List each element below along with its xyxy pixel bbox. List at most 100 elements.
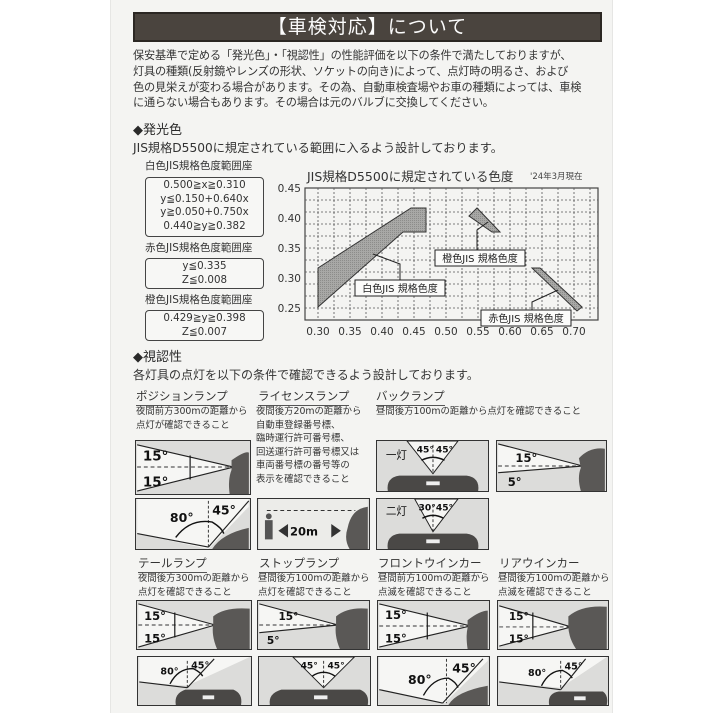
svg-text:45°: 45° <box>417 446 434 456</box>
tail-lamp-heading: テールランプ <box>138 555 207 573</box>
svg-text:15°: 15° <box>385 608 407 622</box>
svg-text:80°: 80° <box>160 666 178 677</box>
desc-line: 自動車登録番号標、 <box>256 419 341 431</box>
svg-text:0.60: 0.60 <box>498 326 521 338</box>
desc-line: 点灯が確認できること <box>136 419 230 431</box>
tail-lamp-horizontal-diagram: 80° 45° <box>137 656 252 706</box>
visibility-heading: ◆視認性 <box>133 350 182 365</box>
orange-spec-box: 0.429≧y≧0.398 Z≦0.007 <box>145 310 264 341</box>
desc-line: 回送運行許可番号標又は <box>256 446 360 458</box>
svg-text:0.65: 0.65 <box>530 326 553 338</box>
white-label: 白色JIS 規格色度 <box>362 282 437 295</box>
orange-spec-label: 橙色JIS規格色度範囲座 <box>145 294 253 306</box>
desc-line: 点灯を確認できること <box>138 586 232 598</box>
svg-text:15°: 15° <box>515 451 537 465</box>
white-spec-label: 白色JIS規格色度範囲座 <box>145 160 253 172</box>
svg-text:0.55: 0.55 <box>466 326 489 338</box>
svg-text:30°: 30° <box>419 504 436 514</box>
spec-line: Z≦0.008 <box>181 273 228 286</box>
tail-lamp-vertical-diagram: 15° 15° <box>136 600 252 650</box>
spec-line: Z≦0.007 <box>181 325 228 338</box>
svg-text:15°: 15° <box>143 474 169 490</box>
desc-line: 昼間後方100mの距離から <box>498 573 610 584</box>
svg-text:0.35: 0.35 <box>278 243 301 255</box>
spec-line: 0.429≧y≧0.398 <box>163 312 246 324</box>
svg-text:45°: 45° <box>565 661 583 672</box>
desc-line: 昼間後方100mの距離から点灯を確認できること <box>376 406 581 417</box>
stop-lamp-heading: ストップランプ <box>259 555 340 573</box>
svg-text:0.40: 0.40 <box>278 213 301 225</box>
svg-text:一灯: 一灯 <box>386 449 408 461</box>
front-turn-horizontal-diagram: 80° 45° <box>377 656 490 706</box>
red-region <box>530 267 583 312</box>
visibility-lead: 各灯具の点灯を以下の条件で確認できるよう設計しております。 <box>133 368 479 382</box>
desc-line: 夜間前方300mの距離から <box>136 406 248 417</box>
spec-line: 0.500≧x≧0.310 <box>163 179 246 191</box>
svg-text:0.30: 0.30 <box>306 326 329 338</box>
svg-text:80°: 80° <box>408 672 432 687</box>
position-lamp-horizontal-diagram: 80° 45° <box>135 498 251 550</box>
front-turn-heading: フロントウインカー <box>378 555 482 573</box>
rear-turn-horizontal-diagram: 80° 45° <box>497 656 609 706</box>
red-label-box <box>480 309 572 327</box>
intro-line: 灯具の種類(反射鏡やレンズの形状、ソケットの向き)によって、点灯時の明るさ、およ… <box>133 64 569 78</box>
desc-line: 点灯を確認できること <box>258 586 352 598</box>
desc-line: 車両番号標の番号等の <box>256 460 350 471</box>
back-lamp-one-diagram: 一灯 45° 45° <box>376 440 489 492</box>
stop-lamp-vertical-diagram: 15° 5° <box>257 600 370 650</box>
svg-text:45°: 45° <box>327 662 344 672</box>
svg-text:45°: 45° <box>191 661 209 672</box>
svg-text:15°: 15° <box>509 611 529 623</box>
chart-title: JIS規格D5500に規定されている色度 <box>307 169 514 184</box>
back-lamp-two-diagram: 二灯 30° 45° <box>376 498 489 550</box>
svg-text:45°: 45° <box>436 504 453 514</box>
license-lamp-heading: ライセンスランプ <box>258 388 350 406</box>
tail-lamp-desc: 夜間後方300mの距離から 点灯を確認できること <box>138 572 249 599</box>
orange-region <box>468 207 502 233</box>
back-lamp-side-diagram: 15° 5° <box>496 440 607 492</box>
front-turn-desc: 昼間前方100mの距離から 点滅を確認できること <box>378 572 489 599</box>
front-turn-vertical-diagram: 15° 15° <box>377 600 490 650</box>
desc-line: 臨時運行許可番号標、 <box>256 433 350 444</box>
y-axis-ticks: 0.450.400.35 0.300.25 <box>278 183 301 315</box>
svg-text:0.35: 0.35 <box>338 326 361 338</box>
svg-text:0.50: 0.50 <box>434 326 457 338</box>
svg-text:45°: 45° <box>212 502 236 517</box>
spec-line: y≦0.150+0.640x <box>160 192 249 205</box>
svg-text:0.45: 0.45 <box>278 183 301 195</box>
svg-text:0.40: 0.40 <box>370 326 393 338</box>
svg-text:45°: 45° <box>436 446 453 456</box>
page-title: 【車検対応】について <box>133 12 602 42</box>
svg-text:20m: 20m <box>290 525 318 539</box>
intro-paragraph: 保安基準で定める「発光色」・「視認性」の性能評価を以下の条件で満たしておりますが… <box>133 48 605 111</box>
document-page <box>110 0 613 713</box>
svg-text:0.45: 0.45 <box>402 326 425 338</box>
svg-text:15°: 15° <box>385 631 407 645</box>
chart-note: '24年3月現在 <box>530 172 583 182</box>
position-lamp-desc: 夜間前方300mの距離から 点灯が確認できること <box>136 405 247 432</box>
intro-line: 色の見栄えが変わる場合があります。その為、自動車検査場やお車の種類によっては、車… <box>133 80 582 94</box>
desc-line: 夜間後方20mの距離から <box>256 406 362 417</box>
desc-line: 表示を確認できること <box>256 473 350 485</box>
spec-line: y≦0.335 <box>182 260 227 272</box>
white-spec-box: 0.500≧x≧0.310 y≦0.150+0.640x y≧0.050+0.7… <box>145 177 264 237</box>
svg-text:45°: 45° <box>452 660 476 675</box>
svg-text:二灯: 二灯 <box>386 505 408 517</box>
red-label: 赤色JIS 規格色度 <box>488 312 563 325</box>
desc-line: 昼間前方100mの距離から <box>378 573 490 584</box>
svg-text:15°: 15° <box>143 448 169 464</box>
position-lamp-heading: ポジションランプ <box>136 388 228 406</box>
spec-line: 0.440≧y≧0.382 <box>163 219 246 232</box>
license-lamp-desc: 夜間後方20mの距離から 自動車登録番号標、 臨時運行許可番号標、 回送運行許可… <box>256 405 361 486</box>
back-lamp-heading: バックランプ <box>376 388 445 406</box>
intro-line: 保安基準で定める「発光色」・「視認性」の性能評価を以下の条件で満たしておりますが… <box>133 49 572 62</box>
position-lamp-vertical-diagram: 15° 15° <box>135 440 251 495</box>
svg-text:15°: 15° <box>144 631 166 645</box>
rear-turn-vertical-diagram: 15° 15° <box>497 600 609 650</box>
svg-text:5°: 5° <box>508 475 522 489</box>
white-label-box <box>354 279 446 297</box>
orange-label-box <box>434 249 526 267</box>
rear-turn-heading: リアウインカー <box>499 555 580 573</box>
back-lamp-desc: 昼間後方100mの距離から点灯を確認できること <box>376 405 581 419</box>
